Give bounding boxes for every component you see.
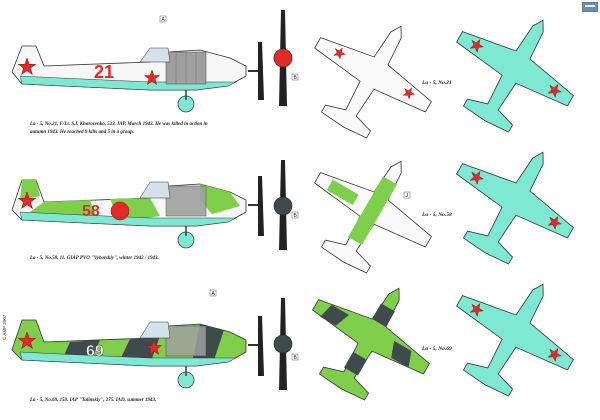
topview-label-21: La - 5, No.21 (422, 80, 452, 86)
spinner-view-58 (273, 160, 293, 250)
svg-text:A: A (212, 291, 216, 297)
underside-21 (429, 0, 599, 154)
corner-badge (582, 2, 598, 12)
svg-text:B: B (294, 213, 298, 219)
tail-number-58: 58 (82, 203, 100, 220)
spinner-view-21 (273, 10, 293, 106)
caption-la5-21: La - 5, No.21, F/Lt. S.I. Kharozenko, 52… (30, 122, 208, 127)
svg-text:A: A (162, 17, 166, 23)
caption-la5-58: La - 5, No.58, 11. GIAP PVO "Vyborskiy",… (30, 256, 159, 261)
spinner-view-69 (273, 298, 293, 390)
profile-la5-58: 58 (11, 176, 264, 249)
underside-69 (429, 251, 599, 418)
topview-upper-69 (285, 255, 455, 420)
tail-number-69: 69 (86, 343, 104, 360)
svg-text:J: J (406, 193, 409, 199)
topview-upper-58 (287, 128, 457, 295)
topview-label-69: La - 5, No.69 (422, 346, 452, 352)
caption-la5-69: La - 5, No.69, 159. IAP "Talinskiy", 275… (30, 398, 157, 403)
svg-text:B: B (294, 355, 298, 361)
tail-number-21: 21 (94, 62, 114, 82)
caption-la5-21-line2: autumn 1943. He reached 9 kills and 5 in… (30, 130, 134, 135)
underside-58 (429, 119, 599, 286)
copyright-text: © AMP 2007 (2, 314, 7, 340)
profile-la5-21: 21 (11, 42, 264, 113)
svg-text:B: B (294, 75, 298, 81)
callouts: A B J B A B (159, 15, 411, 361)
profile-la5-69: 69 (11, 316, 264, 389)
topview-label-58: La - 5, No.58 (422, 212, 452, 218)
